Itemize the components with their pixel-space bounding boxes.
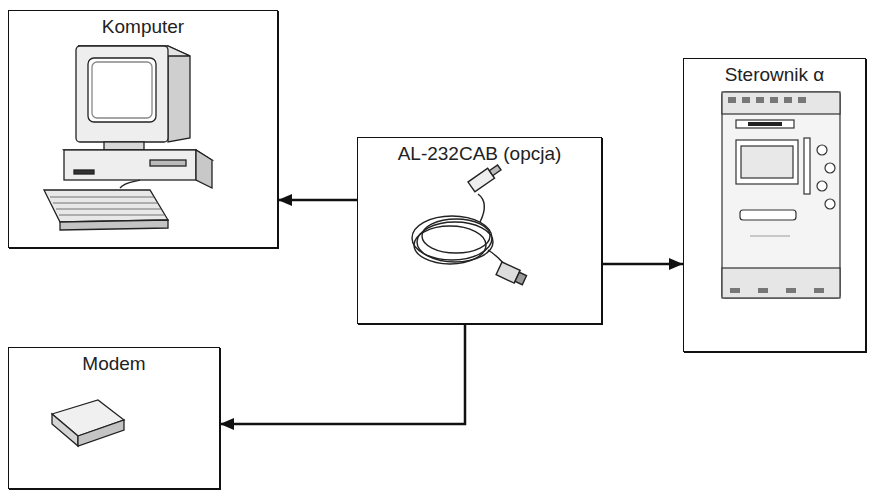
box-title: Modem xyxy=(80,353,147,375)
box-title: AL-232CAB (opcja) xyxy=(396,143,564,165)
controller-box: Sterownik α xyxy=(683,58,866,352)
box-title: Sterownik α xyxy=(723,64,827,86)
computer-box: Komputer xyxy=(8,10,278,248)
connector-arrow xyxy=(278,199,357,202)
controller-illustration xyxy=(722,92,840,298)
computer-illustration xyxy=(44,46,212,230)
modem-illustration xyxy=(52,400,124,446)
modem-box: Modem xyxy=(8,347,220,489)
box-title: Komputer xyxy=(100,16,186,38)
cable-box: AL-232CAB (opcja) xyxy=(357,137,602,324)
connector-arrow xyxy=(220,324,465,424)
connector-arrow xyxy=(602,263,683,266)
cable-illustration xyxy=(412,162,527,286)
